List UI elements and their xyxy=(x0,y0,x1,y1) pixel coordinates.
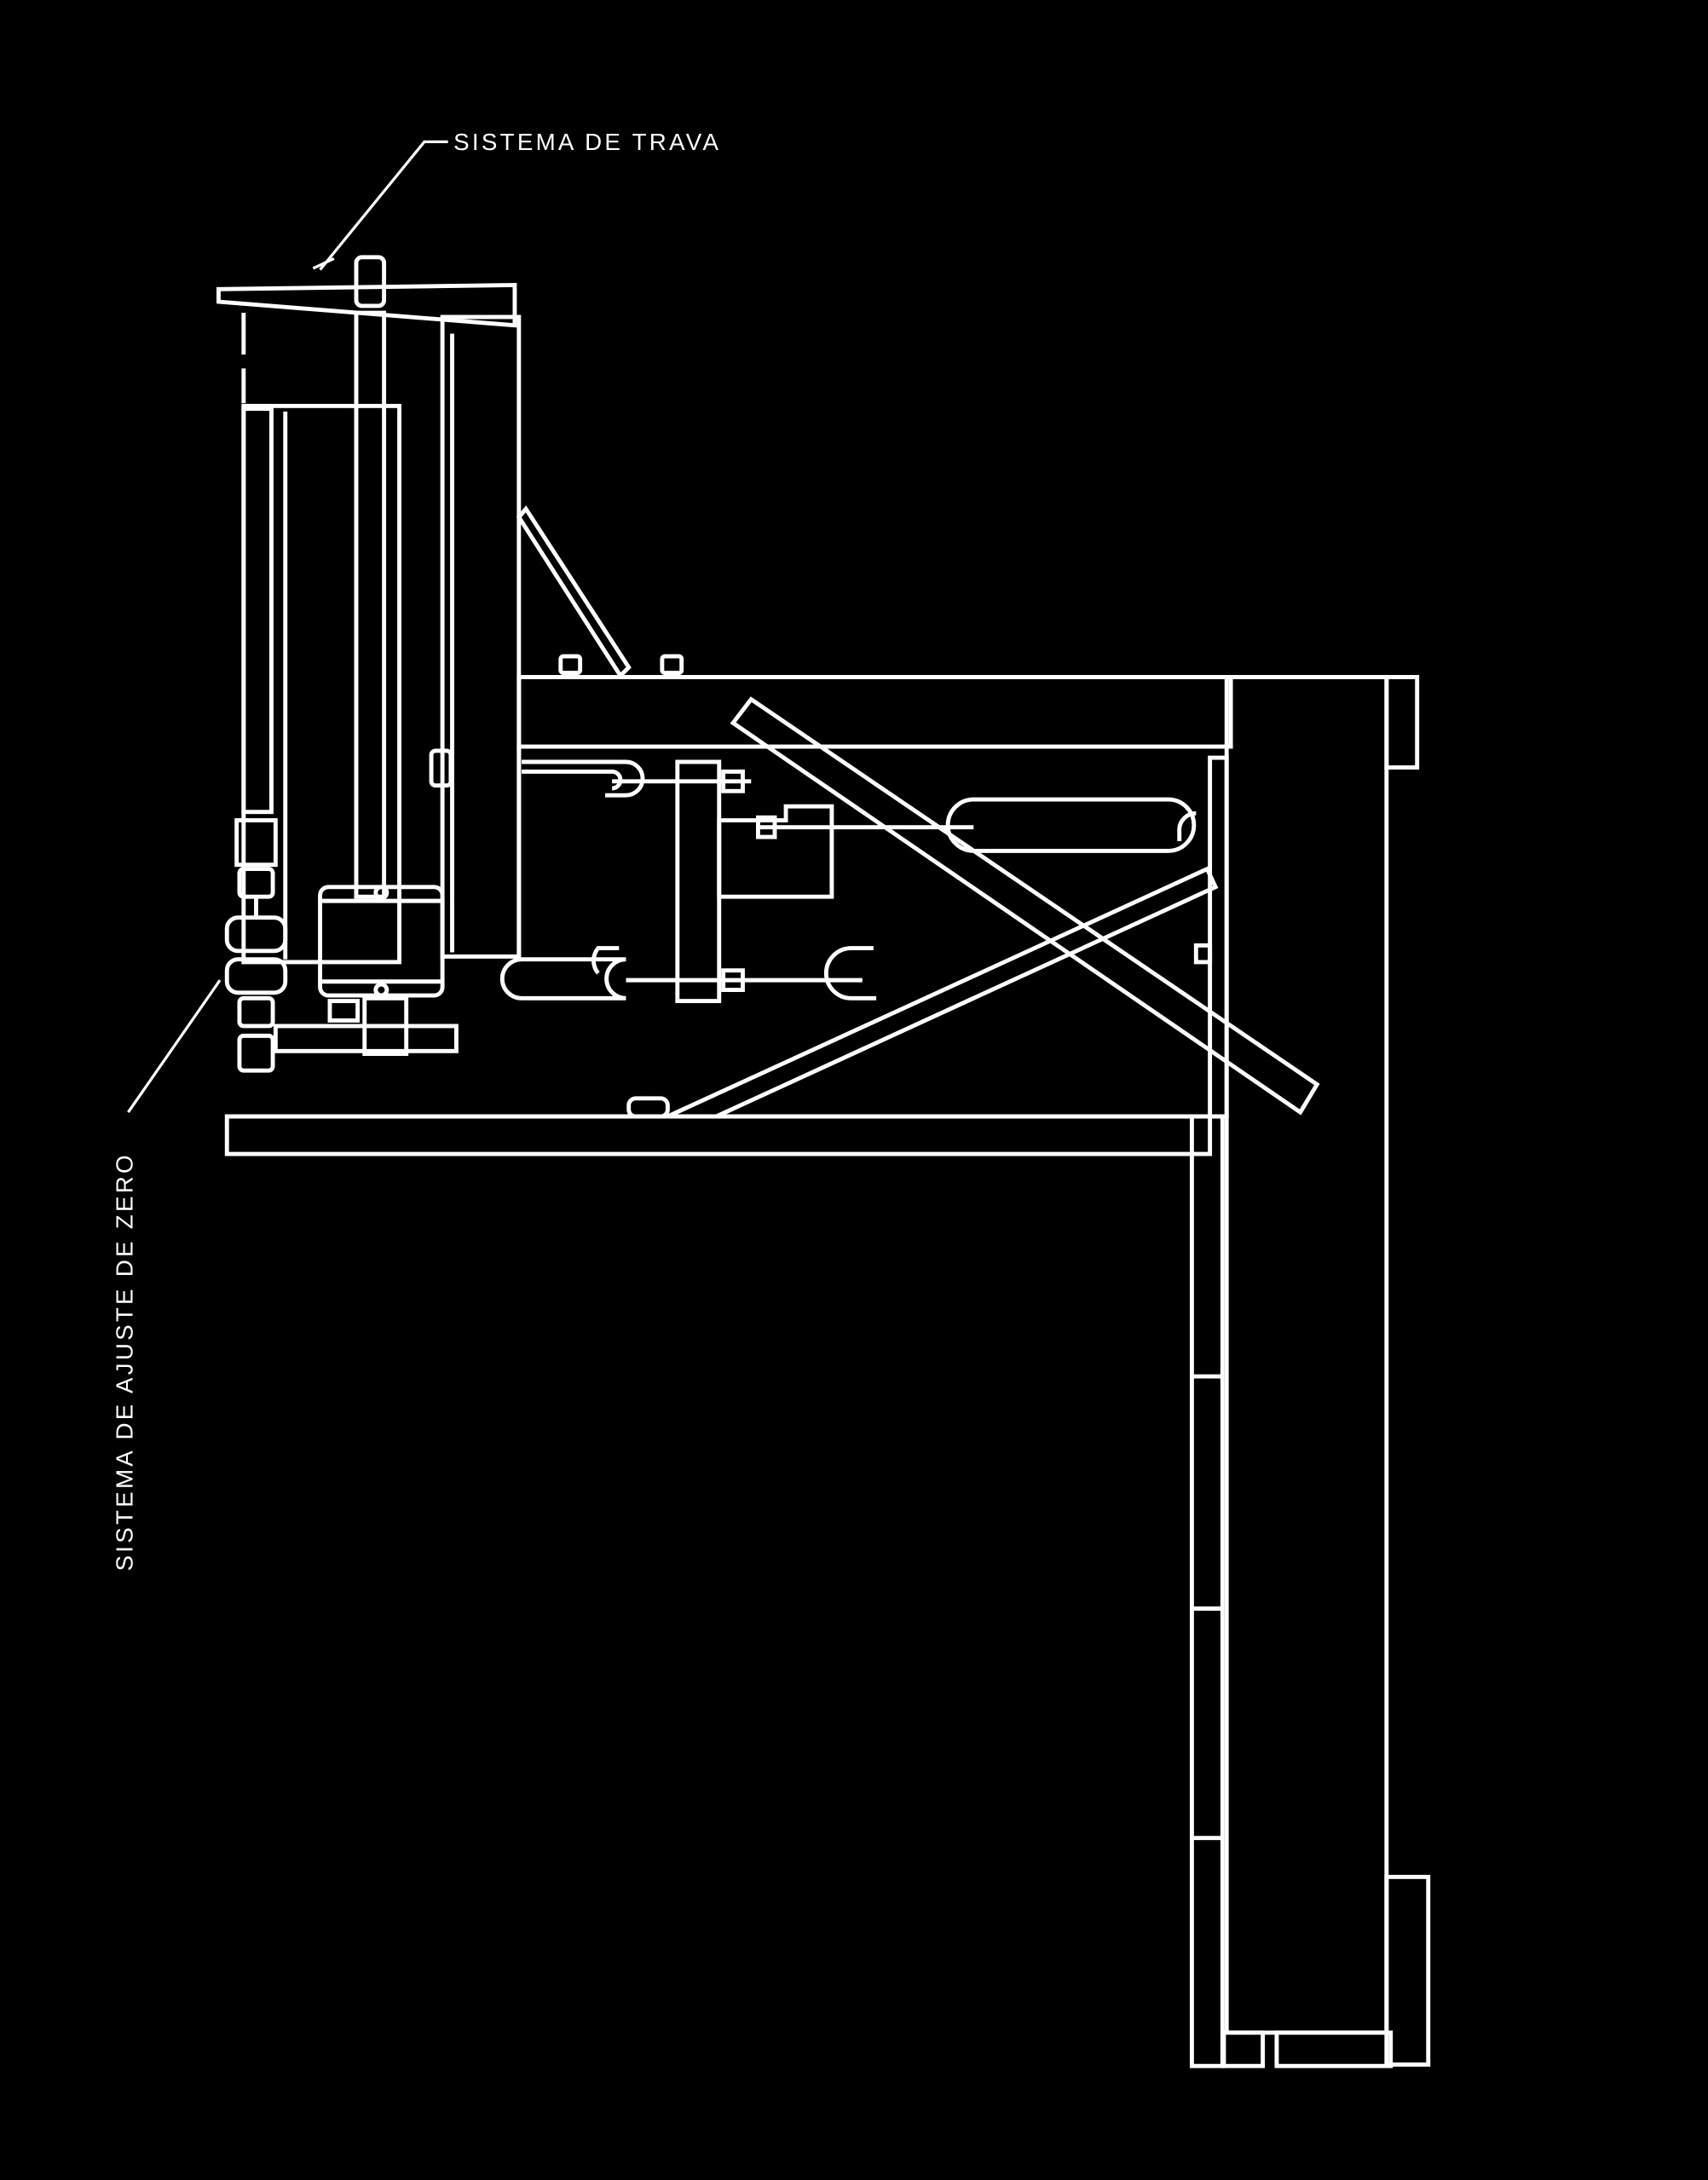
top-beam xyxy=(516,675,1233,960)
main-diagonal-strut xyxy=(730,696,1320,1116)
base-beam xyxy=(224,1114,1213,1156)
label-zero-adjust-system: SISTEMA DE AJUSTE DE ZERO xyxy=(111,1152,137,1571)
left-column xyxy=(241,310,522,965)
central-block xyxy=(675,759,834,1004)
drawing-linework xyxy=(216,255,1431,2068)
top-cover-plate xyxy=(216,255,517,404)
right-frame xyxy=(1221,675,1431,2068)
leader-lines xyxy=(127,140,448,1114)
lower-diagonal-strut xyxy=(626,866,1219,1119)
load-cell xyxy=(318,885,445,1023)
right-vertical-post xyxy=(1189,755,1229,2068)
label-lock-system: SISTEMA DE TRAVA xyxy=(453,129,721,155)
upper-diagonal-brace xyxy=(516,505,684,679)
zero-adjust-stack xyxy=(224,818,459,1073)
tie-rods xyxy=(499,759,1197,1001)
